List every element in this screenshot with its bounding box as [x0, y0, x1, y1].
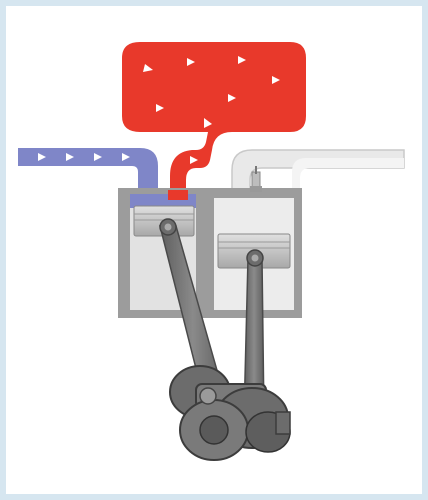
left-combustion-red — [168, 190, 188, 200]
